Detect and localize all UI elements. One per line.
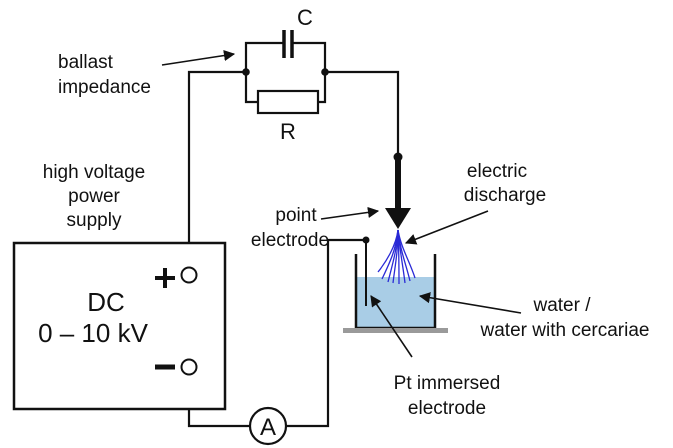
ammeter [248,406,288,446]
plus-sign [155,268,175,288]
water-arrow [418,292,522,314]
ballast-arrow [161,49,236,66]
point-electrode-arrow [320,206,380,220]
ballast-label-2: impedance [58,77,151,98]
wire-plus [187,70,246,268]
point-electrode-label-2: electrode [251,230,329,251]
resistor [256,89,320,115]
pt-electrode-label-2: electrode [408,398,486,419]
water-label-2: water with cercariae [480,320,650,341]
discharge-label-1: electric [467,161,527,182]
beaker-base [343,328,448,333]
resistor-label: R [280,119,296,144]
wire-to-pt-electrode [286,238,366,428]
pt-electrode-label-1: Pt immersed [394,373,501,394]
pt-electrode [362,236,370,306]
wire-to-point-electrode [325,70,400,157]
ballast-impedance [244,30,327,115]
point-electrode [385,157,411,229]
supply-range-label: 0 – 10 kV [38,318,149,348]
water [357,277,434,327]
ballast-label-1: ballast [58,52,114,73]
capacitor-label: C [297,5,313,30]
supply-dc-label: DC [87,287,125,317]
hv-label-3: supply [67,210,122,231]
electric-discharge [377,229,416,285]
hv-label-1: high voltage [43,162,145,183]
water-label-1: water / [532,295,591,316]
point-electrode-label-1: point [275,205,317,226]
pt-electrode-arrow [370,295,413,358]
discharge-arrow [404,210,489,245]
ammeter-label: A [260,414,276,441]
discharge-label-2: discharge [464,185,546,206]
negative-terminal [180,358,198,376]
hv-label-2: power [68,186,120,207]
positive-terminal [180,266,198,284]
